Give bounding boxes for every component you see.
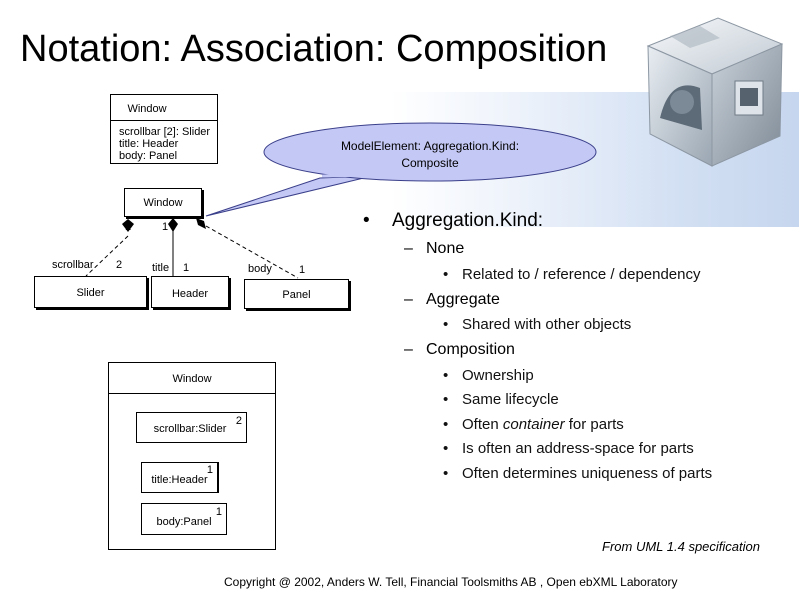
attribute-scrollbar: scrollbar [2]: Slider (119, 126, 211, 138)
top-class-attributes: scrollbar [2]: Slider title: Header body… (119, 126, 210, 162)
item-container: Often container for parts (462, 416, 624, 433)
item-aggregate-sub: Shared with other objects (462, 316, 632, 333)
dash-none: – (404, 240, 413, 257)
mult-window-left: 1 (125, 221, 132, 233)
container-prefix: Often (462, 416, 503, 433)
role-body: body (248, 263, 272, 275)
mult-title: 1 (183, 262, 190, 274)
dash-composition: – (404, 341, 413, 358)
item-none-sub: Related to / reference / dependency (462, 266, 701, 283)
bullet-aggregate-sub: • (443, 316, 449, 333)
nested-header-box: title:Header 1 (141, 462, 219, 493)
slider-class-label: Slider (76, 287, 105, 299)
slide-title: Notation: Association: Composition (20, 28, 608, 70)
item-ownership: Ownership (462, 367, 534, 384)
header-class-box: Header (151, 276, 229, 308)
header-class-label: Header (171, 288, 209, 300)
container-italic: container (502, 416, 565, 433)
attribute-title: title: Header (119, 138, 179, 150)
dash-aggregate: – (404, 291, 413, 308)
nested-slider-mult: 2 (235, 415, 242, 427)
bullet-comp-4: • (443, 440, 449, 457)
top-class-divider (111, 120, 217, 121)
slider-class-box: Slider (34, 276, 147, 308)
panel-class-label: Panel (282, 289, 311, 301)
container-suffix: for parts (564, 416, 624, 433)
bullet-comp-1: • (443, 367, 449, 384)
copyright-footer: Copyright @ 2002, Anders W. Tell, Financ… (224, 575, 678, 589)
item-composition: Composition (426, 341, 515, 358)
window-class-label: Window (143, 197, 183, 209)
panel-class-box: Panel (244, 279, 349, 309)
window-class-box: Window (124, 188, 202, 217)
top-class-name: Window (127, 103, 167, 115)
nested-slider-label: scrollbar:Slider (153, 423, 227, 435)
item-address-space: Is often an address-space for parts (462, 440, 694, 457)
mult-window-mid: 1 (162, 221, 169, 233)
item-aggregate: Aggregate (426, 291, 500, 308)
nested-window-label: Window (172, 373, 212, 385)
bullet-none-sub: • (443, 266, 449, 283)
diamond-right-icon (196, 218, 206, 229)
callout-line2: Composite (401, 156, 459, 170)
bullet-comp-3: • (443, 416, 449, 433)
callout-bold: Aggregation.Kind: (423, 139, 520, 153)
nested-panel-box: body:Panel 1 (141, 503, 227, 535)
mult-scrollbar: 2 (116, 259, 123, 271)
mult-body: 1 (299, 264, 306, 276)
role-title: title (152, 262, 170, 274)
nested-slider-box: scrollbar:Slider 2 (136, 412, 247, 443)
item-uniqueness: Often determines uniqueness of parts (462, 465, 713, 482)
role-scrollbar: scrollbar (52, 259, 94, 271)
bullet-aggregation-kind: Aggregation.Kind: (392, 210, 544, 231)
nested-header-mult: 1 (206, 464, 213, 476)
callout-text: ModelElement: Aggregation.Kind: Composit… (300, 138, 560, 172)
callout-prefix: ModelElement: (340, 139, 424, 153)
nested-panel-label: body:Panel (156, 516, 212, 528)
attribute-body: body: Panel (119, 150, 178, 162)
bullet-glyph: • (363, 210, 370, 231)
item-none: None (426, 240, 465, 257)
item-same-lifecycle: Same lifecycle (462, 391, 559, 408)
source-note: From UML 1.4 specification (602, 539, 760, 554)
diamond-left-icon (122, 219, 134, 232)
nested-window-divider (109, 393, 275, 394)
cube-logo-icon (646, 17, 784, 167)
nested-panel-mult: 1 (215, 506, 222, 518)
top-window-class: Window scrollbar [2]: Slider title: Head… (110, 94, 218, 164)
diamond-mid-icon (168, 218, 178, 232)
nested-header-label: title:Header (151, 474, 208, 486)
bullet-comp-2: • (443, 391, 449, 408)
bullet-comp-5: • (443, 465, 449, 482)
